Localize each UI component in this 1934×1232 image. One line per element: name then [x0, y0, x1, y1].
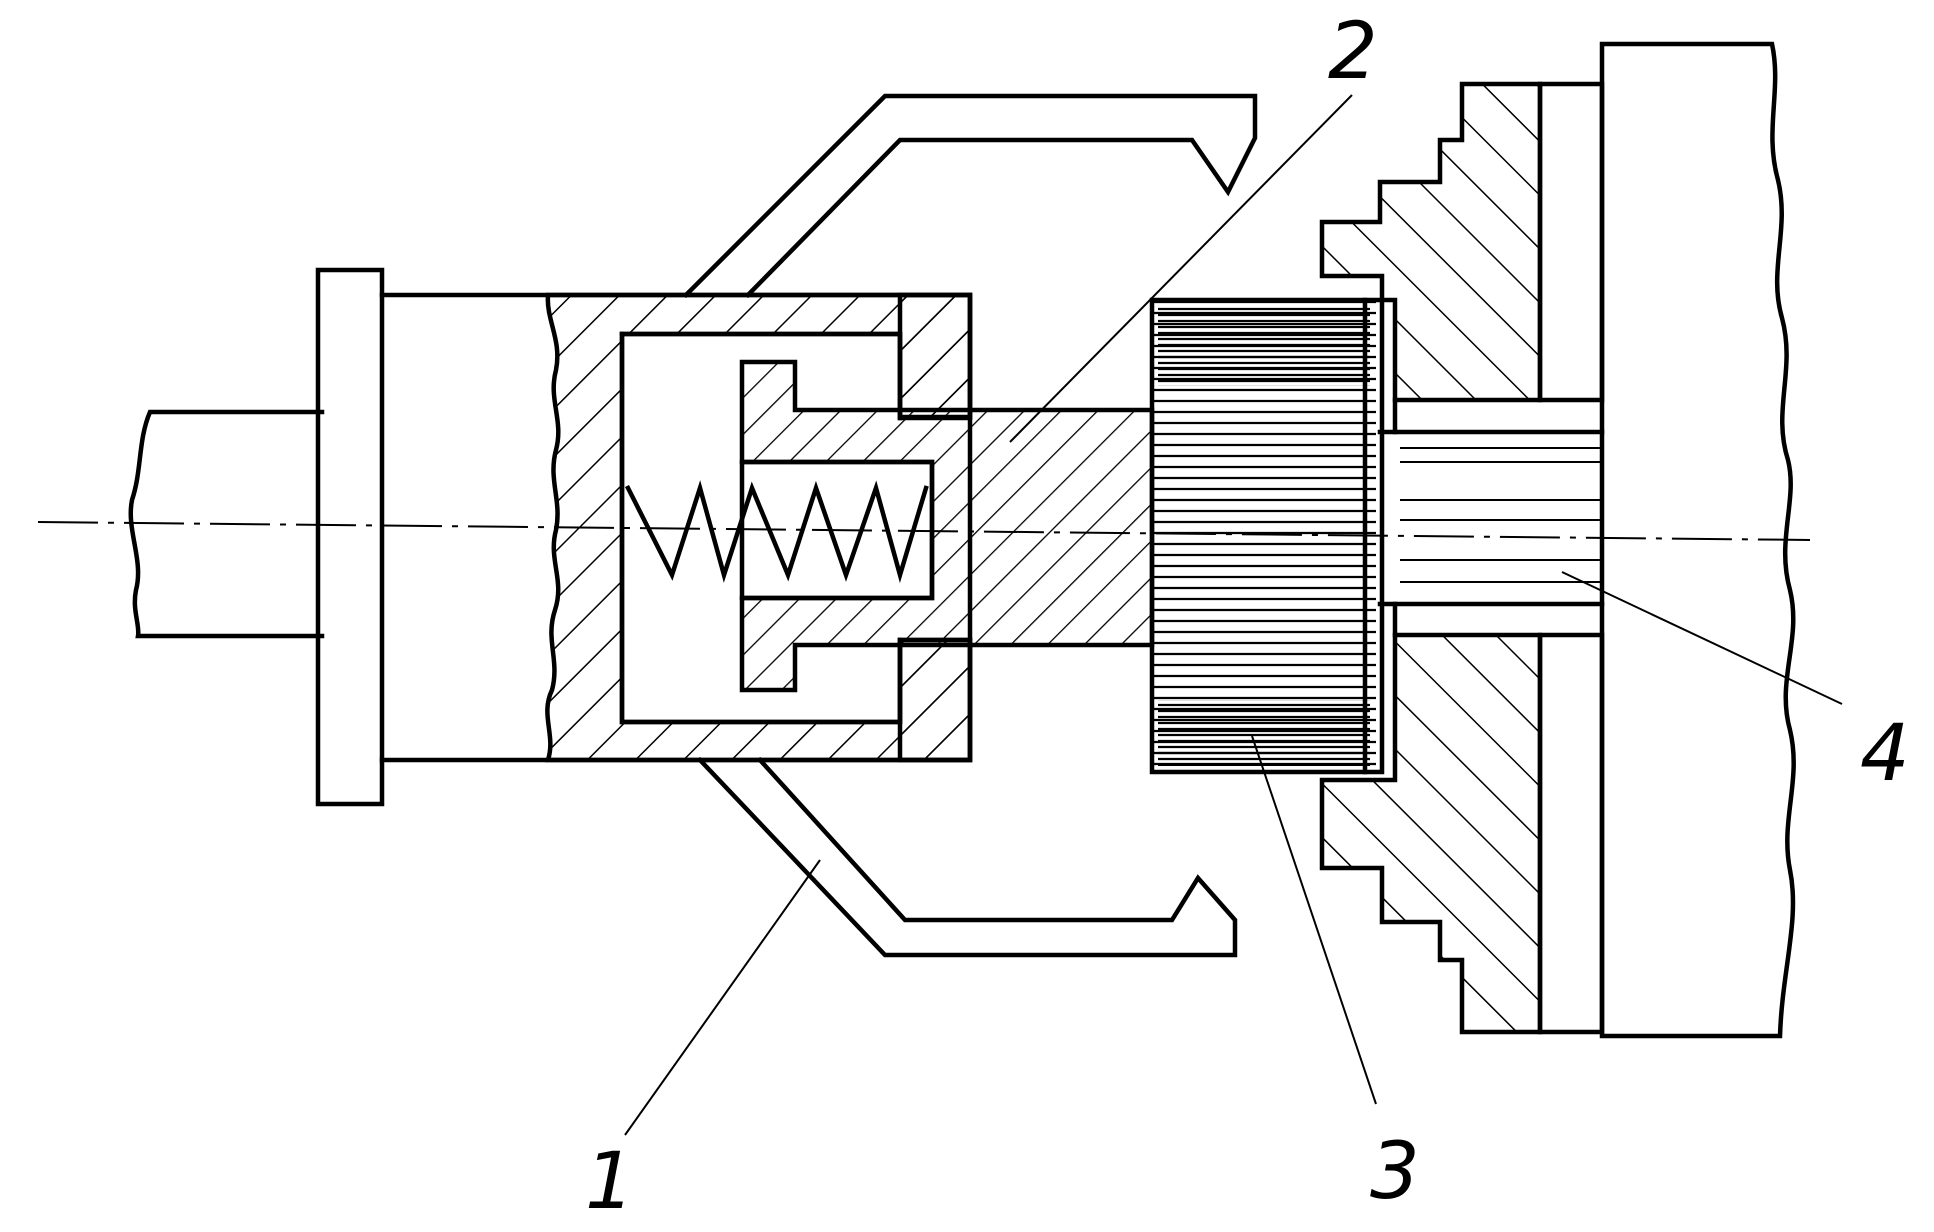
- leader-line-1: [624, 859, 821, 1136]
- leader-line-2: [1009, 94, 1353, 443]
- callout-label-3: 3: [1370, 1127, 1420, 1217]
- callout-label-2: 2: [1328, 7, 1378, 97]
- bore-pin: [1377, 397, 1605, 638]
- leader-line-3: [1251, 735, 1377, 1105]
- callout-label-1: 1: [585, 1137, 635, 1227]
- drive-shaft: [128, 409, 325, 639]
- upper-gripper-arm: [682, 93, 1258, 299]
- stepped-fixture-upper: [1319, 81, 1543, 403]
- lower-gripper-arm: [696, 756, 1238, 958]
- callout-label-4: 4: [1860, 709, 1910, 799]
- leader-line-4: [1561, 571, 1843, 705]
- centerline: [37, 521, 1811, 541]
- compression-spring: [624, 480, 929, 584]
- plunger-pin: [739, 359, 1155, 693]
- holder-flange: [315, 267, 385, 807]
- workpiece-block: [1599, 41, 1796, 1039]
